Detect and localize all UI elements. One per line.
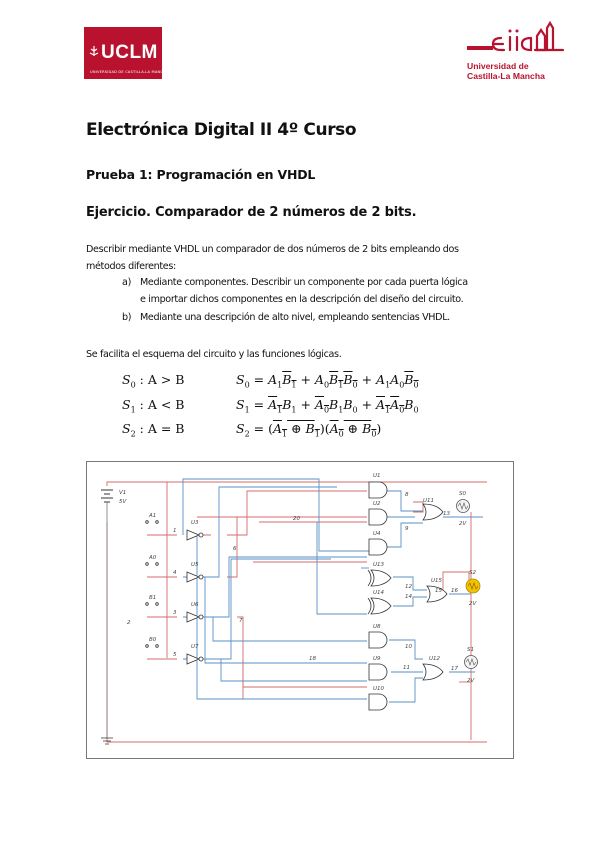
battery-icon <box>101 489 113 745</box>
or-gate-label-u15: U15 <box>431 578 443 584</box>
lamp-s0-icon <box>456 499 470 513</box>
node-label: 1 <box>173 528 177 534</box>
node-label: 18 <box>309 656 316 662</box>
equation-s2-condition: S2 : A = B <box>122 421 185 439</box>
circuit-schematic: V1 5V A1 A0 B1 B0 U3 U5 U6 U7 U1 U2 U4 U… <box>86 461 514 759</box>
node-label: 13 <box>443 511 450 517</box>
or-gate-label-u12: U12 <box>429 656 441 662</box>
node-label: 12 <box>405 584 412 590</box>
inverter-u3 <box>186 529 204 541</box>
and-gate-u1 <box>368 481 388 499</box>
list-marker-b: b) <box>122 312 132 323</box>
node-label: 7 <box>239 618 243 624</box>
node-label: 15 <box>435 588 442 594</box>
lamp-label-s1: S1 <box>467 647 474 653</box>
eiia-logo-line1: Universidad de <box>467 61 529 71</box>
list-item-b-line1: Mediante una descripción de alto nivel, … <box>140 312 450 323</box>
node-label: 10 <box>405 644 412 650</box>
node-label: 4 <box>173 570 177 576</box>
uclm-mark-icon <box>89 46 99 56</box>
node-label: 16 <box>451 588 458 594</box>
switch-b0: B0 <box>149 637 157 643</box>
and-gate-u9 <box>368 663 388 681</box>
inverter-label-u6: U6 <box>191 602 199 608</box>
test-heading: Prueba 1: Programación en VHDL <box>86 167 316 182</box>
gate-label-u8: U8 <box>373 624 381 630</box>
list-marker-a: a) <box>122 277 132 288</box>
circuit-diagram: V1 5V A1 A0 B1 B0 U3 U5 U6 U7 U1 U2 U4 U… <box>101 473 487 745</box>
equation-s2-function: S2 = (A1 ⊕ B1)(A0 ⊕ B0) <box>236 421 382 439</box>
node-label: 6 <box>233 546 237 552</box>
switch-b1: B1 <box>149 595 156 601</box>
gate-label-u4: U4 <box>373 531 381 537</box>
node-label: 17 <box>451 666 458 672</box>
list-item-a-line2: e importar dichos componentes en la desc… <box>140 294 464 305</box>
or-gate-u11 <box>422 503 444 521</box>
gate-label-u14: U14 <box>373 590 385 596</box>
gate-label-u13: U13 <box>373 562 385 568</box>
and-gate-u8 <box>368 631 388 649</box>
lamp-s2-icon <box>465 578 481 594</box>
and-gate-u2 <box>368 508 388 526</box>
eiia-logo-line2: Castilla-La Mancha <box>467 71 545 81</box>
gate-label-u1: U1 <box>373 473 381 479</box>
and-gate-u4 <box>368 538 388 556</box>
lamp-s1-icon <box>464 655 478 669</box>
inverter-u7 <box>186 653 204 665</box>
exercise-heading: Ejercicio. Comparador de 2 números de 2 … <box>86 205 417 220</box>
uclm-logo-subtitle: UNIVERSIDAD DE CASTILLA-LA MANCHA <box>90 70 169 74</box>
lamp-value-s1: 2V <box>467 678 475 684</box>
node-label: 14 <box>405 594 412 600</box>
node-label: 8 <box>405 492 409 498</box>
intro-line-1: Describir mediante VHDL un comparador de… <box>86 244 459 255</box>
inverter-u5 <box>186 571 204 583</box>
page-title: Electrónica Digital II 4º Curso <box>86 120 357 140</box>
list-item-a-line1: Mediante componentes. Describir un compo… <box>140 277 468 288</box>
lamp-value-s2: 2V <box>469 601 477 607</box>
inverter-label-u7: U7 <box>191 644 199 650</box>
gate-label-u10: U10 <box>373 686 385 692</box>
source-value: 5V <box>119 499 127 505</box>
source-name: V1 <box>119 490 126 496</box>
equation-s0-condition: S0 : A > B <box>122 372 185 390</box>
node-label: 3 <box>173 610 177 616</box>
gate-label-u2: U2 <box>373 501 381 507</box>
uclm-logo: UCLM UNIVERSIDAD DE CASTILLA-LA MANCHA <box>84 27 168 79</box>
node-label: 5 <box>173 652 177 658</box>
eiia-logo: Universidad de Castilla-La Mancha <box>465 20 565 81</box>
lamp-label-s2: S2 <box>469 570 476 576</box>
inverter-label-u3: U3 <box>191 520 199 526</box>
node-label: 9 <box>405 526 409 532</box>
switch-a1: A1 <box>148 513 156 519</box>
eiia-building-icon <box>467 20 565 52</box>
uclm-logo-text: UCLM <box>101 42 158 63</box>
node-label: 2 <box>127 620 131 626</box>
inverter-label-u5: U5 <box>191 562 199 568</box>
schema-note: Se facilita el esquema del circuito y la… <box>86 349 342 360</box>
xor-gate-u13 <box>367 569 392 587</box>
or-gate-u12 <box>422 663 444 681</box>
lamp-label-s0: S0 <box>459 491 466 497</box>
gate-label-u9: U9 <box>373 656 381 662</box>
switch-a0: A0 <box>148 555 157 561</box>
or-gate-label-u11: U11 <box>423 498 434 504</box>
node-label: 11 <box>403 665 410 671</box>
lamp-value-s0: 2V <box>459 521 467 527</box>
inverter-u6 <box>186 611 204 623</box>
node-label: 20 <box>293 516 300 522</box>
and-gate-u10 <box>368 693 388 711</box>
xor-gate-u14 <box>367 597 392 615</box>
equation-s1-function: S1 = A1B1 + A0B1B0 + A1A0B0 <box>236 397 419 415</box>
equation-s0-function: S0 = A1B1 + A0B1B0 + A1A0B0 <box>236 372 419 390</box>
intro-line-2: métodos diferentes: <box>86 261 176 272</box>
equation-s1-condition: S1 : A < B <box>122 397 185 415</box>
